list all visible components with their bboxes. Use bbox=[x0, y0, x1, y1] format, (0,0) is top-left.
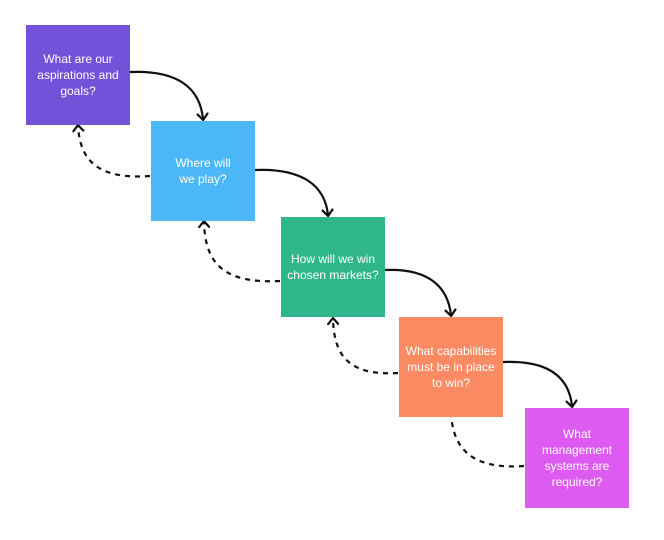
forward-arrow-2-to-3 bbox=[254, 168, 328, 215]
backward-arrow-5-to-4 bbox=[451, 411, 525, 468]
step-box-management-systems: What management systems are required? bbox=[525, 408, 629, 508]
backward-arrow-2-to-1 bbox=[78, 126, 151, 178]
step-label-management-systems: What management systems are required? bbox=[541, 427, 613, 489]
forward-arrow-4-to-5 bbox=[502, 360, 572, 406]
step-box-how-to-win: How will we win chosen markets? bbox=[281, 217, 385, 317]
backward-arrow-4-to-3 bbox=[333, 319, 399, 375]
step-label-how-to-win: How will we win chosen markets? bbox=[287, 252, 379, 282]
forward-arrow-1-to-2 bbox=[129, 70, 203, 119]
step-label-aspirations: What are our aspirations and goals? bbox=[37, 52, 119, 98]
backward-arrow-3-to-2 bbox=[204, 222, 281, 283]
step-box-capabilities: What capabilities must be in place to wi… bbox=[399, 317, 503, 417]
step-box-aspirations: What are our aspirations and goals? bbox=[26, 25, 130, 125]
forward-arrow-3-to-4 bbox=[384, 268, 451, 315]
step-box-where-to-play: Where will we play? bbox=[151, 121, 255, 221]
step-label-capabilities: What capabilities must be in place to wi… bbox=[405, 344, 497, 390]
step-label-where-to-play: Where will we play? bbox=[175, 156, 231, 186]
